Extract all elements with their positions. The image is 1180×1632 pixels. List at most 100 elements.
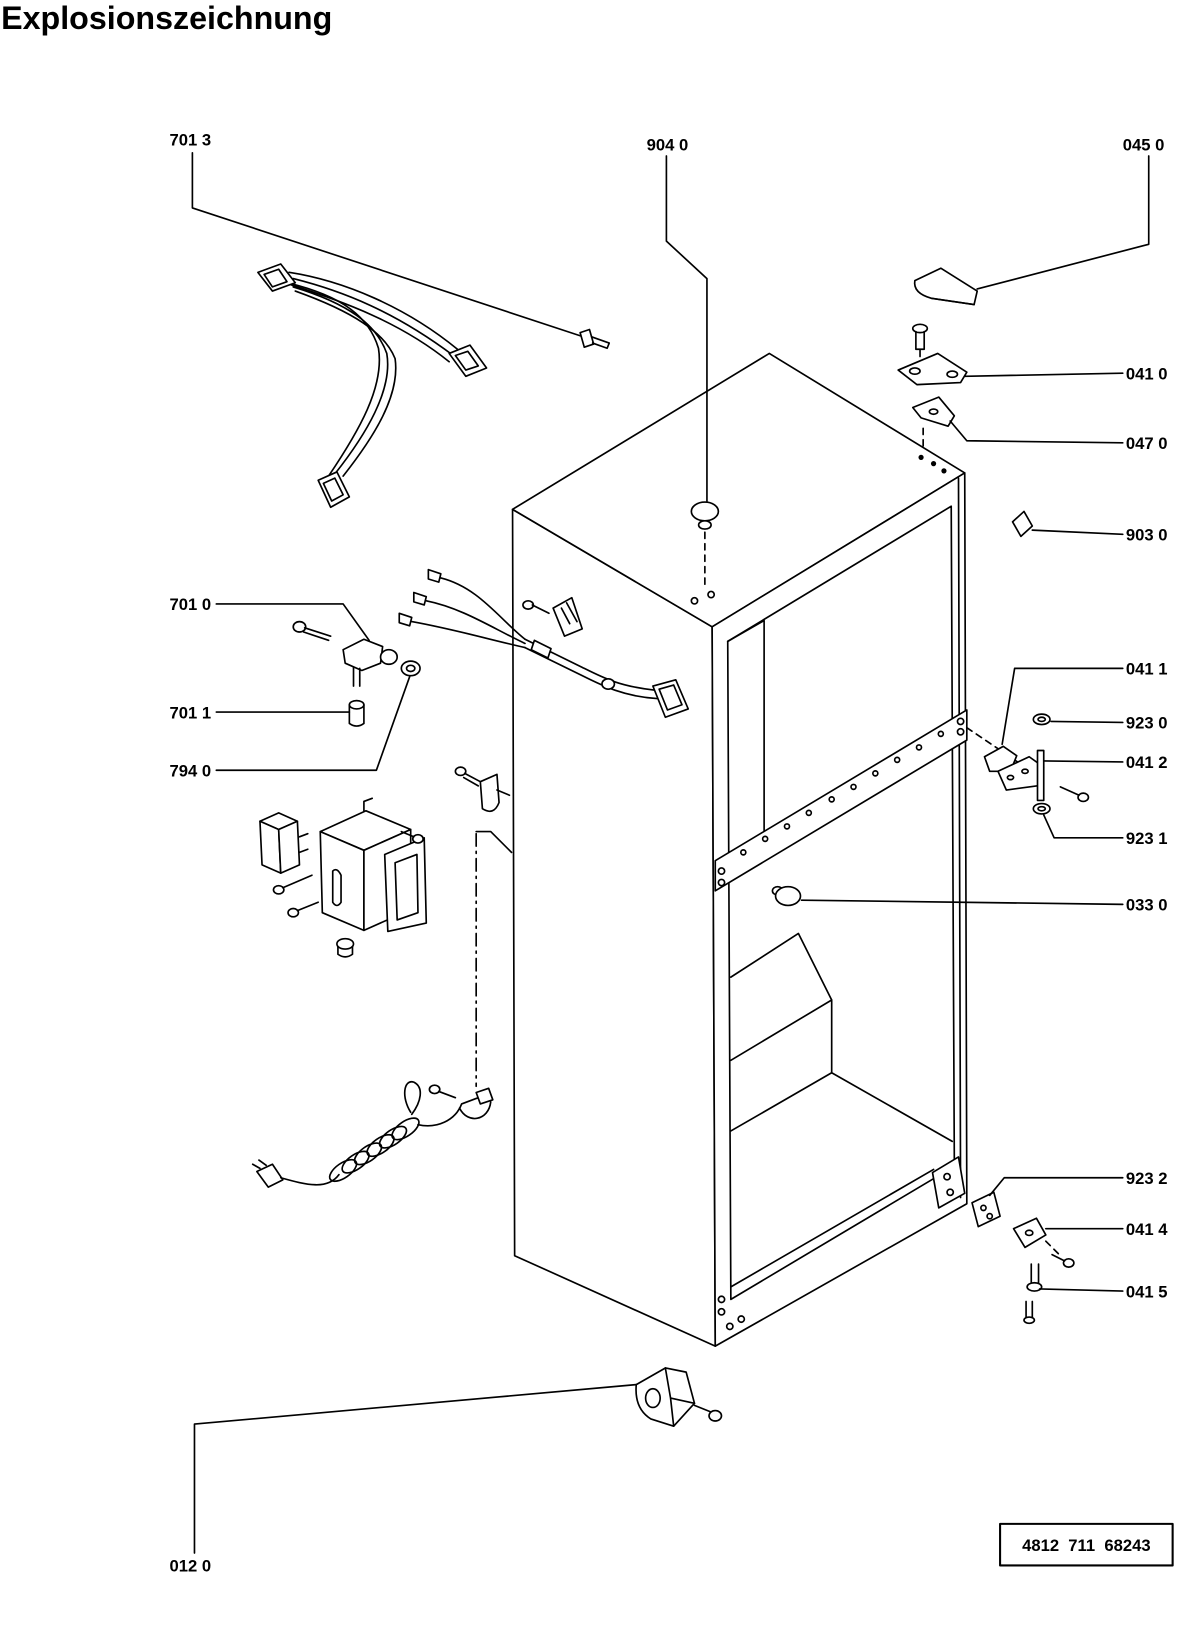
bottom-hinge-hole bbox=[943, 1172, 952, 1181]
wire bbox=[286, 281, 381, 477]
cabinet bbox=[511, 352, 968, 1347]
part-label: 701 3 bbox=[170, 131, 212, 150]
plate-hole bbox=[986, 1212, 994, 1220]
earth-lug bbox=[475, 1087, 494, 1105]
plug-stem bbox=[697, 519, 712, 530]
spacer-sleeve bbox=[348, 699, 365, 727]
hinge-cover bbox=[913, 267, 979, 306]
wire-sleeve bbox=[530, 639, 552, 659]
document-number: 4812 711 68243 bbox=[1022, 1536, 1151, 1555]
divider-hole bbox=[761, 835, 769, 843]
part-label: 045 0 bbox=[1123, 136, 1165, 155]
power-cord bbox=[251, 1081, 494, 1188]
bracket-line bbox=[475, 830, 513, 854]
leader-923-2 bbox=[988, 1176, 1124, 1197]
screw-shaft bbox=[302, 627, 332, 642]
wire-harness-top bbox=[257, 263, 488, 509]
connector-inner bbox=[658, 684, 683, 711]
pin-collar bbox=[1026, 1281, 1043, 1292]
knob-cap bbox=[774, 885, 802, 907]
divider-hole bbox=[893, 756, 901, 764]
leader-041-0 bbox=[963, 372, 1124, 378]
part-label: 923 2 bbox=[1126, 1169, 1168, 1188]
connector bbox=[257, 263, 297, 292]
lower-compartment-shelf-edge bbox=[730, 999, 833, 1062]
leader-012-0 bbox=[193, 1383, 638, 1554]
cabinet-right-edge-inner bbox=[957, 477, 962, 1199]
hinge-pin bbox=[1030, 1263, 1040, 1286]
washer-hole bbox=[1037, 716, 1047, 723]
core-window bbox=[394, 853, 419, 921]
pin-shaft bbox=[590, 335, 611, 350]
cord-coil bbox=[378, 1125, 408, 1149]
foot-top bbox=[336, 937, 355, 950]
housing-tab bbox=[363, 797, 374, 812]
part-label: 041 2 bbox=[1126, 753, 1168, 772]
leader-701-0 bbox=[215, 603, 370, 642]
part-label: 041 1 bbox=[1126, 660, 1168, 679]
wire bbox=[440, 577, 526, 641]
divider-screw bbox=[717, 867, 726, 876]
cord-coil bbox=[353, 1142, 383, 1166]
divider-hole bbox=[783, 823, 791, 830]
top-hinge-hole bbox=[941, 468, 947, 474]
cord-coil bbox=[341, 1150, 370, 1174]
bottom-screw-hole bbox=[717, 1295, 726, 1304]
shim-hole bbox=[928, 408, 939, 416]
relay-tabs bbox=[298, 832, 309, 854]
screw-head bbox=[292, 620, 307, 633]
top-hinge bbox=[897, 323, 968, 386]
screw-head bbox=[428, 1084, 441, 1095]
ring bbox=[400, 660, 421, 677]
part-label: 794 0 bbox=[170, 761, 212, 780]
cord-loop bbox=[403, 1081, 422, 1116]
divider-hole bbox=[915, 744, 923, 751]
leader-923-0 bbox=[1050, 720, 1124, 724]
leader-903-0 bbox=[1031, 529, 1124, 536]
leader-041-5 bbox=[1038, 1288, 1124, 1292]
screw-head bbox=[411, 833, 424, 844]
leader-041-2 bbox=[1042, 760, 1124, 763]
connector-inner bbox=[454, 350, 480, 371]
screw-shaft bbox=[693, 1404, 711, 1413]
divider-hole bbox=[937, 730, 945, 738]
connector bbox=[317, 471, 351, 509]
screw-shaft bbox=[296, 901, 320, 912]
cord-coil bbox=[391, 1117, 420, 1141]
top-plug bbox=[690, 501, 720, 589]
cable-clip bbox=[454, 766, 511, 813]
bottom-rail bbox=[730, 1168, 935, 1288]
wire bbox=[292, 277, 455, 357]
clip bbox=[479, 773, 500, 813]
screw-shaft bbox=[531, 604, 550, 615]
clip-edge bbox=[496, 789, 511, 797]
wire-harness-middle bbox=[398, 568, 690, 719]
top-hinge-hole bbox=[930, 461, 937, 467]
wire bbox=[290, 283, 450, 363]
screw-head bbox=[454, 766, 467, 777]
hinge-hole bbox=[1021, 768, 1029, 775]
screw-head bbox=[1023, 1316, 1036, 1325]
terminal bbox=[398, 612, 413, 627]
divider-hole bbox=[828, 796, 836, 803]
document-number-box bbox=[999, 1522, 1174, 1567]
knob bbox=[771, 885, 802, 907]
cord bbox=[279, 1173, 340, 1186]
screw-head bbox=[272, 884, 285, 895]
cabinet-front-frame bbox=[711, 472, 968, 1347]
bracket bbox=[552, 596, 584, 637]
screw-shaft bbox=[400, 830, 415, 838]
leader-904-0 bbox=[665, 155, 708, 502]
bottom-part bbox=[635, 1367, 723, 1428]
wire bbox=[288, 271, 459, 351]
washer bbox=[1032, 802, 1051, 815]
bottom-screw-hole bbox=[737, 1315, 746, 1324]
terminal bbox=[427, 568, 442, 583]
cord-coil bbox=[328, 1158, 358, 1183]
wire-sleeve bbox=[601, 677, 616, 691]
divider-hole bbox=[872, 770, 879, 777]
part-label: 923 1 bbox=[1126, 829, 1168, 848]
part-body bbox=[635, 1367, 696, 1428]
wire bbox=[410, 620, 526, 649]
screw-shaft bbox=[437, 1090, 457, 1099]
